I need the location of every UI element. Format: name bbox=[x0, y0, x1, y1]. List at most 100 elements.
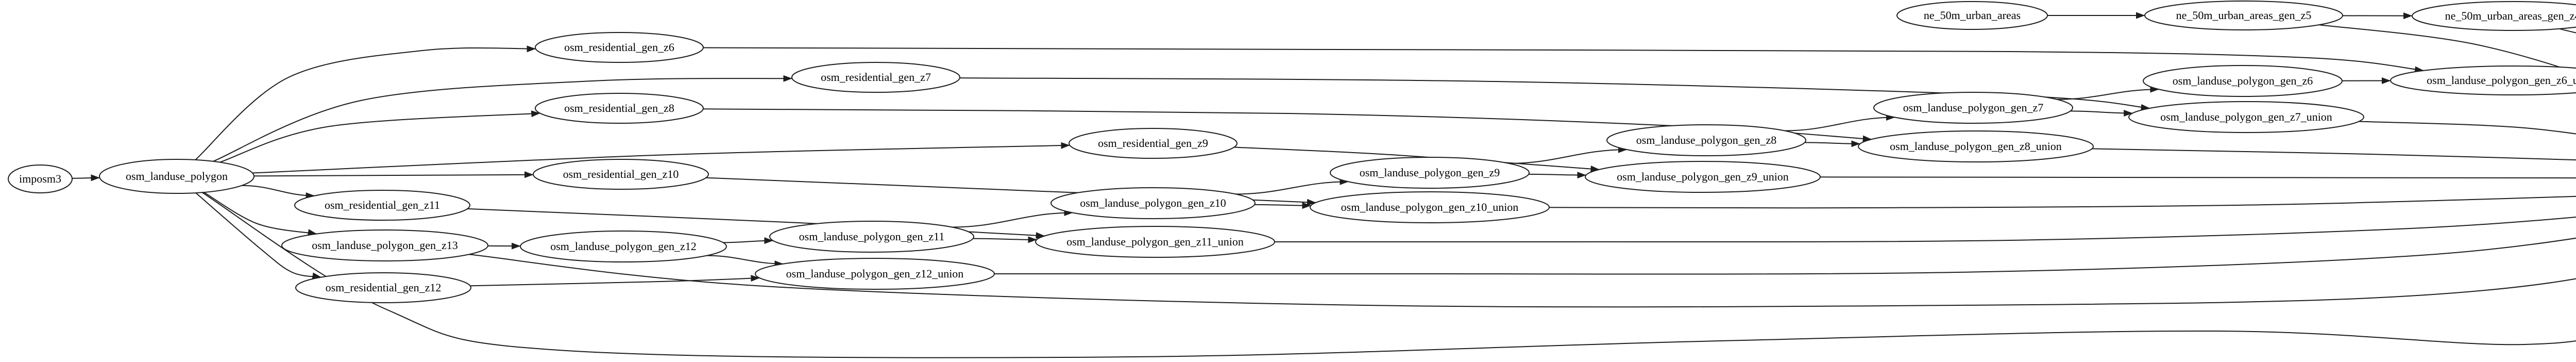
edge-osm_landuse_polygon-to-osm_residential_gen_z7 bbox=[213, 75, 792, 162]
node-label-ne_50m_urban_areas_gen_z5: ne_50m_urban_areas_gen_z5 bbox=[2176, 9, 2312, 22]
node-ellipse-osm_landuse_polygon_gen_z7_union bbox=[2128, 101, 2364, 133]
node-ellipse-osm_residential_gen_z9 bbox=[1069, 128, 1238, 159]
node-ellipse-osm_residential_gen_z8 bbox=[535, 93, 704, 124]
node-label-osm_landuse_polygon_gen_z9: osm_landuse_polygon_gen_z9 bbox=[1360, 166, 1500, 179]
edge-osm_landuse_polygon-to-osm_residential_gen_z9 bbox=[252, 142, 1070, 174]
node-label-ne_50m_urban_areas: ne_50m_urban_areas bbox=[1924, 9, 2021, 22]
node-osm_residential_gen_z9: osm_residential_gen_z9 bbox=[1069, 128, 1238, 159]
node-osm_landuse_polygon_gen_z12: osm_landuse_polygon_gen_z12 bbox=[520, 231, 727, 262]
node-osm_landuse_polygon_gen_z8_union: osm_landuse_polygon_gen_z8_union bbox=[1858, 130, 2094, 162]
edge-osm_landuse_polygon_gen_z11_union-to-layer_landuse-z11 bbox=[1274, 216, 2576, 243]
edge-ne_50m_urban_areas_gen_z5-to-layer_landuse-z5 bbox=[2319, 24, 2576, 73]
edge-osm_residential_gen_z7-to-osm_landuse_polygon_gen_z7_union bbox=[959, 77, 2150, 111]
node-osm_landuse_polygon_gen_z11: osm_landuse_polygon_gen_z11 bbox=[769, 221, 974, 253]
edge-osm_landuse_polygon_gen_z7_union-to-layer_landuse-z7 bbox=[2359, 121, 2576, 135]
edge-osm_landuse_polygon-to-layer_landuse-z14+ bbox=[201, 192, 2576, 358]
node-osm_landuse_polygon_gen_z9: osm_landuse_polygon_gen_z9 bbox=[1330, 157, 1530, 189]
node-osm_landuse_polygon_gen_z6_union: osm_landuse_polygon_gen_z6_union bbox=[2390, 65, 2576, 95]
edge-osm_landuse_polygon_gen_z12-to-osm_landuse_polygon_gen_z11 bbox=[723, 237, 773, 244]
node-ellipse-osm_landuse_polygon_gen_z12 bbox=[520, 231, 727, 262]
node-ellipse-ne_50m_urban_areas_gen_z4 bbox=[2412, 1, 2576, 31]
edge-osm_landuse_polygon_gen_z8-to-osm_landuse_polygon_gen_z7 bbox=[1784, 114, 1895, 131]
node-label-ne_50m_urban_areas_gen_z4: ne_50m_urban_areas_gen_z4 bbox=[2445, 9, 2576, 22]
node-label-osm_residential_gen_z6: osm_residential_gen_z6 bbox=[564, 41, 674, 54]
node-ellipse-osm_landuse_polygon_gen_z9_union bbox=[1585, 161, 1821, 193]
node-osm_residential_gen_z8: osm_residential_gen_z8 bbox=[535, 93, 704, 124]
node-ellipse-osm_residential_gen_z7 bbox=[791, 62, 960, 93]
node-imposm3: imposm3 bbox=[8, 164, 73, 193]
node-osm_residential_gen_z10: osm_residential_gen_z10 bbox=[533, 159, 709, 190]
edge-osm_landuse_polygon_gen_z8-to-osm_landuse_polygon_gen_z8_union bbox=[1804, 140, 1860, 147]
node-osm_landuse_polygon_gen_z10_union: osm_landuse_polygon_gen_z10_union bbox=[1310, 191, 1550, 223]
edge-osm_residential_gen_z6-to-osm_landuse_polygon_gen_z6_union bbox=[703, 47, 2424, 73]
node-label-osm_landuse_polygon_gen_z9_union: osm_landuse_polygon_gen_z9_union bbox=[1617, 170, 1789, 183]
edge-osm_landuse_polygon-to-osm_residential_gen_z11 bbox=[242, 185, 315, 200]
edge-osm_landuse_polygon_gen_z11-to-osm_landuse_polygon_gen_z11_union bbox=[973, 236, 1037, 243]
node-osm_landuse_polygon: osm_landuse_polygon bbox=[99, 159, 255, 194]
node-osm_landuse_polygon_gen_z7: osm_landuse_polygon_gen_z7 bbox=[1873, 92, 2073, 124]
node-ellipse-osm_landuse_polygon_gen_z10 bbox=[1050, 187, 1256, 219]
node-label-osm_landuse_polygon_gen_z12_union: osm_landuse_polygon_gen_z12_union bbox=[786, 267, 964, 280]
node-ellipse-osm_landuse_polygon_gen_z11 bbox=[769, 221, 974, 253]
node-label-osm_landuse_polygon_gen_z13: osm_landuse_polygon_gen_z13 bbox=[312, 239, 458, 252]
edge-osm_landuse_polygon_gen_z9_union-to-layer_landuse-z9 bbox=[1820, 176, 2576, 179]
node-osm_residential_gen_z7: osm_residential_gen_z7 bbox=[791, 62, 960, 93]
node-label-osm_landuse_polygon_gen_z11: osm_landuse_polygon_gen_z11 bbox=[799, 230, 945, 243]
node-label-osm_residential_gen_z9: osm_residential_gen_z9 bbox=[1098, 137, 1208, 150]
edge-osm_landuse_polygon-to-osm_landuse_polygon_gen_z13 bbox=[204, 192, 317, 236]
edge-osm_landuse_polygon_gen_z10-to-osm_landuse_polygon_gen_z9 bbox=[1235, 178, 1349, 195]
edge-osm_landuse_polygon-to-osm_residential_gen_z8 bbox=[219, 110, 540, 163]
node-label-osm_residential_gen_z7: osm_residential_gen_z7 bbox=[821, 71, 931, 84]
nodes-layer: imposm3 osm_landuse_polygon osm_residentia… bbox=[8, 1, 2576, 303]
edge-osm_residential_gen_z9-to-osm_landuse_polygon_gen_z9_union bbox=[1234, 146, 1600, 173]
node-label-osm_landuse_polygon_gen_z11_union: osm_landuse_polygon_gen_z11_union bbox=[1066, 235, 1244, 248]
node-label-osm_landuse_polygon: osm_landuse_polygon bbox=[126, 170, 228, 183]
edge-osm_landuse_polygon-to-osm_residential_gen_z10 bbox=[253, 171, 534, 178]
node-label-osm_landuse_polygon_gen_z8_union: osm_landuse_polygon_gen_z8_union bbox=[1890, 140, 2062, 153]
node-osm_residential_gen_z11: osm_residential_gen_z11 bbox=[294, 190, 470, 221]
node-label-osm_landuse_polygon_gen_z12: osm_landuse_polygon_gen_z12 bbox=[550, 240, 697, 253]
node-ellipse-ne_50m_urban_areas_gen_z5 bbox=[2144, 1, 2343, 30]
node-label-osm_landuse_polygon_gen_z8: osm_landuse_polygon_gen_z8 bbox=[1636, 134, 1777, 146]
node-osm_landuse_polygon_gen_z9_union: osm_landuse_polygon_gen_z9_union bbox=[1585, 161, 1821, 193]
node-label-osm_landuse_polygon_gen_z6: osm_landuse_polygon_gen_z6 bbox=[2173, 74, 2313, 87]
edge-osm_landuse_polygon_gen_z12-to-osm_landuse_polygon_gen_z12_union bbox=[706, 255, 784, 268]
node-ellipse-osm_landuse_polygon_gen_z12_union bbox=[755, 258, 995, 290]
node-ellipse-imposm3 bbox=[8, 164, 73, 193]
node-label-osm_residential_gen_z12: osm_residential_gen_z12 bbox=[326, 281, 442, 294]
node-label-osm_residential_gen_z11: osm_residential_gen_z11 bbox=[325, 199, 440, 211]
node-osm_residential_gen_z6: osm_residential_gen_z6 bbox=[535, 32, 704, 63]
node-label-osm_landuse_polygon_gen_z10: osm_landuse_polygon_gen_z10 bbox=[1080, 196, 1226, 209]
node-ne_50m_urban_areas: ne_50m_urban_areas bbox=[1896, 1, 2048, 30]
edge-osm_landuse_polygon_gen_z9-to-osm_landuse_polygon_gen_z9_union bbox=[1529, 172, 1586, 179]
node-osm_landuse_polygon_gen_z13: osm_landuse_polygon_gen_z13 bbox=[281, 229, 488, 261]
node-ellipse-osm_residential_gen_z11 bbox=[294, 190, 470, 221]
node-ellipse-ne_50m_urban_areas bbox=[1896, 1, 2048, 30]
node-osm_residential_gen_z12: osm_residential_gen_z12 bbox=[295, 272, 471, 303]
node-osm_landuse_polygon_gen_z8: osm_landuse_polygon_gen_z8 bbox=[1606, 124, 1806, 156]
node-ellipse-osm_landuse_polygon_gen_z10_union bbox=[1310, 191, 1550, 223]
node-label-osm_landuse_polygon_gen_z10_union: osm_landuse_polygon_gen_z10_union bbox=[1341, 201, 1519, 213]
node-ellipse-osm_residential_gen_z10 bbox=[533, 159, 709, 190]
node-osm_landuse_polygon_gen_z11_union: osm_landuse_polygon_gen_z11_union bbox=[1035, 226, 1275, 258]
edge-osm_residential_gen_z11-to-osm_landuse_polygon_gen_z11_union bbox=[467, 208, 1045, 239]
node-ellipse-osm_landuse_polygon_gen_z13 bbox=[281, 229, 488, 261]
node-label-osm_landuse_polygon_gen_z7: osm_landuse_polygon_gen_z7 bbox=[1903, 101, 2044, 114]
edge-osm_landuse_polygon_gen_z11-to-osm_landuse_polygon_gen_z10 bbox=[952, 209, 1073, 228]
node-ne_50m_urban_areas_gen_z5: ne_50m_urban_areas_gen_z5 bbox=[2144, 1, 2343, 30]
node-ellipse-osm_landuse_polygon_gen_z8_union bbox=[1858, 130, 2094, 162]
node-ellipse-osm_residential_gen_z12 bbox=[295, 272, 471, 303]
node-label-osm_landuse_polygon_gen_z7_union: osm_landuse_polygon_gen_z7_union bbox=[2160, 110, 2332, 123]
edge-osm_landuse_polygon-to-osm_residential_gen_z12 bbox=[195, 192, 321, 279]
node-osm_landuse_polygon_gen_z12_union: osm_landuse_polygon_gen_z12_union bbox=[755, 258, 995, 290]
node-ellipse-osm_landuse_polygon_gen_z6 bbox=[2143, 65, 2343, 97]
edge-osm_landuse_polygon-to-osm_residential_gen_z6 bbox=[195, 45, 536, 160]
edge-osm_landuse_polygon_gen_z8_union-to-layer_landuse-z8 bbox=[2092, 148, 2576, 161]
node-label-osm_residential_gen_z10: osm_residential_gen_z10 bbox=[563, 168, 679, 180]
node-ellipse-osm_landuse_polygon bbox=[99, 159, 255, 194]
edges-layer bbox=[72, 12, 2576, 358]
node-ellipse-osm_landuse_polygon_gen_z6_union bbox=[2390, 65, 2576, 95]
node-osm_landuse_polygon_gen_z10: osm_landuse_polygon_gen_z10 bbox=[1050, 187, 1256, 219]
edge-osm_landuse_polygon_gen_z13-to-layer_landuse-z13 bbox=[469, 254, 2576, 308]
